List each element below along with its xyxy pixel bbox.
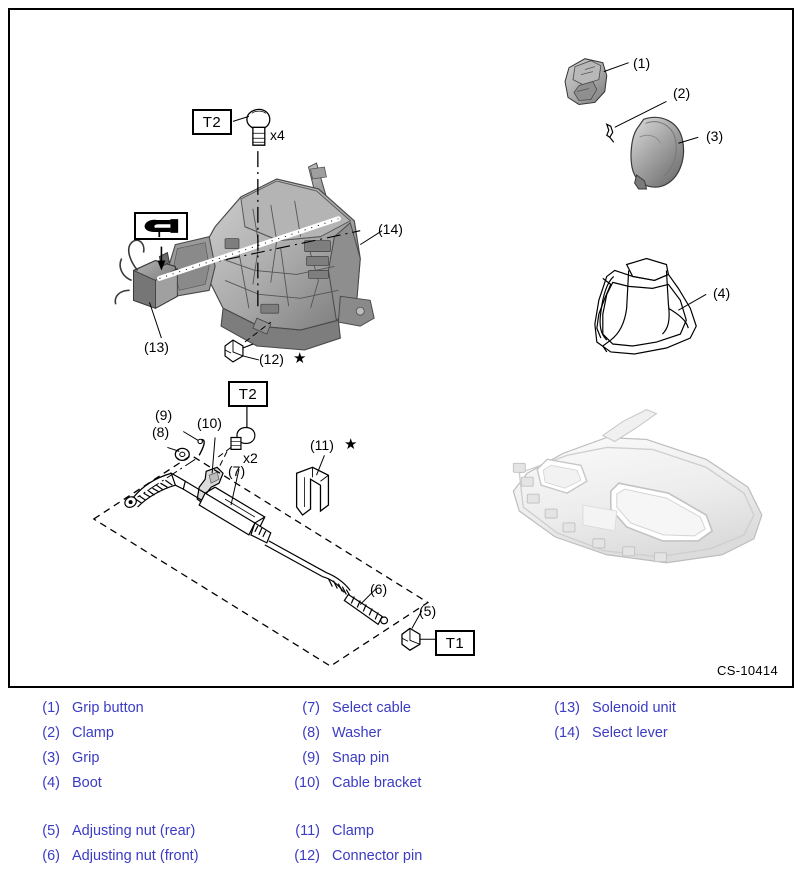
bolt-qty-x4: x4 xyxy=(270,127,285,143)
legend-label: Washer xyxy=(332,725,382,741)
torque-box-t2-upper: T2 xyxy=(192,109,232,135)
part-select-lever-assembly xyxy=(166,162,383,351)
exploded-view-diagram xyxy=(92,58,763,667)
legend-label: Select cable xyxy=(332,700,411,716)
callout-10: (10) xyxy=(197,415,222,431)
legend-label: Cable bracket xyxy=(332,775,422,791)
callout-13: (13) xyxy=(144,339,169,355)
legend-item: (8) Washer xyxy=(280,725,422,750)
callout-11-star: ★ xyxy=(344,436,358,453)
torque-box-t1: T1 xyxy=(435,630,475,656)
legend-number: (10) xyxy=(294,775,320,791)
legend-item: (2) Clamp xyxy=(20,725,199,750)
part-clamp-cable xyxy=(295,455,330,516)
callout-6: (6) xyxy=(370,581,388,597)
legend-number: (6) xyxy=(42,848,60,864)
legend-label: Grip button xyxy=(72,700,144,716)
legend-label: Adjusting nut (front) xyxy=(72,848,199,864)
callout-4: (4) xyxy=(713,285,731,301)
legend-number: (9) xyxy=(302,750,320,766)
legend-column-2: (7) Select cable (8) Washer (9) Snap pin… xyxy=(280,700,422,873)
legend-label: Connector pin xyxy=(332,848,423,864)
legend-number: (5) xyxy=(42,823,60,839)
callout-11: (11) xyxy=(310,437,334,453)
part-select-cable-boundary xyxy=(92,454,430,667)
callout-3: (3) xyxy=(706,128,724,144)
parts-legend: (1) Grip button (2) Clamp (3) Grip (4) B… xyxy=(8,700,794,875)
legend-number: (14) xyxy=(554,725,580,741)
callout-12: (12) xyxy=(259,351,284,367)
legend-number: (3) xyxy=(42,750,60,766)
legend-number: (2) xyxy=(42,725,60,741)
bolt-qty-x2: x2 xyxy=(243,450,258,466)
legend-label: Solenoid unit xyxy=(592,700,676,716)
legend-number: (1) xyxy=(42,700,60,716)
legend-item: (10) Cable bracket xyxy=(280,775,422,800)
legend-item: (12) Connector pin xyxy=(280,848,422,873)
legend-item: (14) Select lever xyxy=(540,725,676,750)
clip-removal-tool-icon xyxy=(134,212,188,240)
legend-item: (9) Snap pin xyxy=(280,750,422,775)
callout-5: (5) xyxy=(419,603,437,619)
legend-label: Adjusting nut (rear) xyxy=(72,823,196,839)
part-clamp-grip xyxy=(605,101,667,143)
legend-column-3: (13) Solenoid unit (14) Select lever xyxy=(540,700,676,750)
part-washer xyxy=(137,446,196,498)
legend-number: (4) xyxy=(42,775,60,791)
legend-column-1: (1) Grip button (2) Clamp (3) Grip (4) B… xyxy=(20,700,199,873)
legend-item: (4) Boot xyxy=(20,775,199,800)
legend-item: (6) Adjusting nut (front) xyxy=(20,848,199,873)
diagram-id: CS-10414 xyxy=(717,663,778,678)
legend-number: (13) xyxy=(554,700,580,716)
part-snap-pin xyxy=(183,431,205,456)
legend-number: (11) xyxy=(295,823,320,839)
legend-label: Snap pin xyxy=(332,750,390,766)
callout-14: (14) xyxy=(378,221,403,237)
part-boot xyxy=(594,257,707,355)
part-console-trim-panel xyxy=(512,409,763,564)
legend-number: (12) xyxy=(294,848,320,864)
callout-12-star: ★ xyxy=(293,350,307,367)
torque-label-t1: T1 xyxy=(445,634,465,652)
legend-item: (3) Grip xyxy=(20,750,199,775)
legend-label: Boot xyxy=(72,775,102,791)
part-grip xyxy=(630,116,699,190)
callout-1: (1) xyxy=(633,55,651,71)
part-bolt-t2-upper xyxy=(232,108,271,311)
legend-label: Select lever xyxy=(592,725,668,741)
figure-frame: T2 x4 T2 x2 T1 (1) (2) (3) (4) (5) (6) (… xyxy=(8,8,794,688)
legend-label: Clamp xyxy=(332,823,374,839)
torque-label-t2-upper: T2 xyxy=(202,113,222,131)
part-connector-pin xyxy=(224,321,272,363)
callout-9: (9) xyxy=(155,407,173,423)
legend-item: (1) Grip button xyxy=(20,700,199,725)
clip-tool-arrow xyxy=(157,246,166,271)
legend-item: (13) Solenoid unit xyxy=(540,700,676,725)
legend-number: (8) xyxy=(302,725,320,741)
legend-item: (11) Clamp xyxy=(280,823,422,848)
callout-7: (7) xyxy=(228,463,246,479)
part-grip-button xyxy=(564,58,629,105)
legend-number: (7) xyxy=(302,700,320,716)
legend-item: (5) Adjusting nut (rear) xyxy=(20,823,199,848)
callout-2: (2) xyxy=(673,85,691,101)
legend-item: (7) Select cable xyxy=(280,700,422,725)
part-bolt-t2-lower xyxy=(214,403,256,460)
torque-box-t2-lower: T2 xyxy=(228,381,268,407)
part-cable-bracket xyxy=(196,437,228,506)
legend-label: Grip xyxy=(72,750,100,766)
callout-8: (8) xyxy=(152,424,170,440)
torque-label-t2-lower: T2 xyxy=(238,385,258,403)
legend-label: Clamp xyxy=(72,725,114,741)
part-select-cable xyxy=(124,469,389,626)
